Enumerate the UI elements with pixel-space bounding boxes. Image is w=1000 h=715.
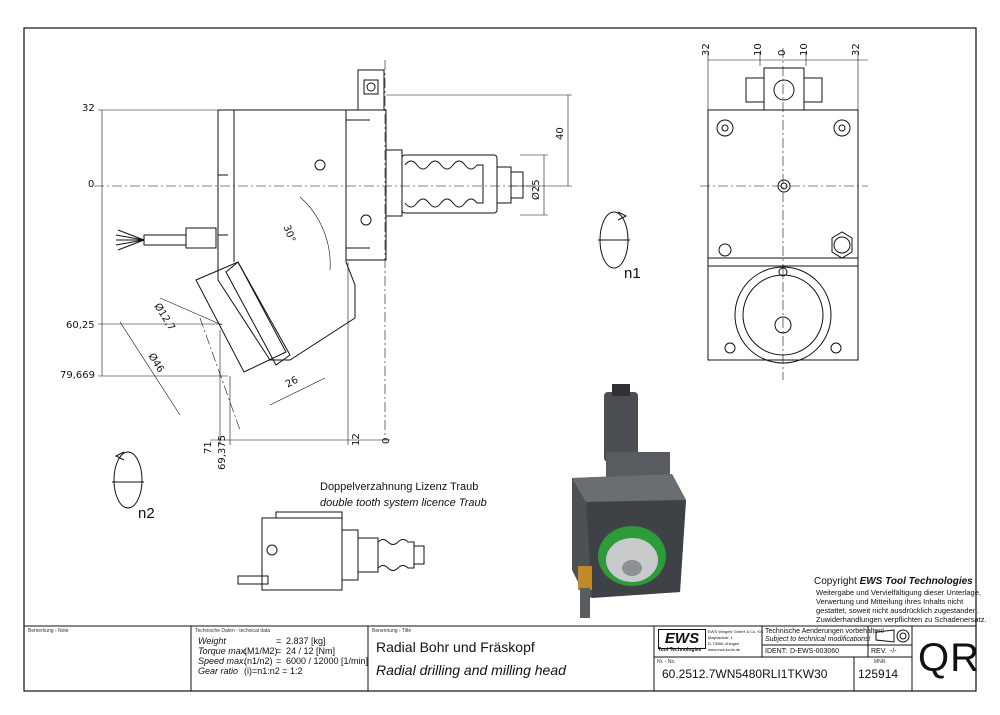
title-german: Radial Bohr und Fräskopf (376, 639, 535, 655)
title-english: Radial drilling and milling head (376, 662, 566, 678)
dim-12: 12 (351, 433, 362, 446)
rotation-symbol-n2 (112, 451, 144, 509)
dim-top-10b: 10 (799, 43, 810, 56)
dim-0-bottom: 0 (381, 437, 392, 444)
qr-placeholder (875, 629, 910, 643)
mnr-value: 125914 (858, 667, 899, 681)
dim-69-375: 69,375 (217, 435, 228, 470)
company-line-2: Maybachstr. 1 (708, 635, 733, 640)
changes-reserved-en: Subject to technical modifications! (765, 636, 871, 643)
front-view (707, 67, 859, 364)
company-line-1: EWS Weigele GmbH & Co. KG (708, 629, 764, 634)
company-line-3: D-73066 Uhingen (708, 641, 740, 646)
copyright-line-4: Zuwiderhandlungen verpflichten zu Schade… (816, 615, 987, 624)
copyright-line-1: Weitergabe und Vervielfältigung dieser U… (816, 588, 981, 597)
tech-row-gear-value: 1:2 (290, 666, 303, 676)
tech-row-weight-label: Weight (198, 636, 226, 646)
drawing-frame (23, 27, 977, 692)
mnr-label: MNR. (874, 659, 887, 665)
copyright-heading: Copyright EWS Tool Technologies (814, 576, 973, 587)
dim-60-25: 60,25 (66, 320, 95, 331)
qr-label: QR (918, 636, 980, 680)
dim-top-32b: 32 (851, 43, 862, 56)
dimension-lines (98, 52, 868, 445)
ident-value: D-EWS-003060 (790, 648, 840, 655)
dim-25: Ø25 (531, 179, 542, 200)
tech-row-torque-sub: (M1/M2) (244, 646, 278, 656)
copyright-line-2: Verwertung und Mitteilung ihres Inhalts … (816, 597, 964, 606)
company-line-4: www.ews-tools.de (708, 647, 741, 652)
remarks-label: Bemerkung - Note (28, 628, 69, 634)
dim-79-669: 79,669 (60, 370, 95, 381)
tech-row-torque-value: 24 / 12 [Nm] (286, 646, 336, 656)
tech-row-gear-sep: = (282, 666, 288, 676)
tech-row-speed-sep: = (276, 656, 282, 666)
product-render (572, 384, 686, 618)
rotation-symbol-n1 (598, 211, 630, 269)
tech-data-label: Technische Daten - technical data (195, 628, 271, 634)
copyright-line-3: gestattet, soweit nicht ausdrücklich zug… (816, 606, 980, 615)
part-number: 60.2512.7WN5480RLI1TKW30 (662, 667, 828, 681)
title-label: Benennung - Title (372, 628, 412, 634)
label-n2: n2 (138, 505, 155, 522)
ews-logo-sub: Tool Technologies (658, 647, 702, 653)
tech-row-speed-sub: (n1/n2) (244, 656, 273, 666)
small-side-sketch (237, 511, 425, 591)
tech-row-torque-label: Torque max. (198, 646, 248, 656)
ident-label: IDENT: (765, 648, 788, 655)
tech-row-gear-label: Gear ratio (198, 666, 239, 676)
rev-value: -/- (890, 648, 897, 655)
dim-0: 0 (88, 179, 95, 190)
dim-top-32a: 32 (701, 43, 712, 56)
title-block-lines (24, 625, 976, 691)
changes-reserved-de: Technische Aenderungen vorbehalten! (765, 628, 885, 635)
tech-row-torque-sep: = (276, 646, 282, 656)
dim-71: 71 (203, 441, 214, 454)
tech-row-speed-value: 6000 / 12000 [1/min] (286, 656, 369, 666)
dim-40: 40 (555, 127, 566, 140)
dim-top-0: 0 (777, 49, 788, 56)
dim-top-10a: 10 (753, 43, 764, 56)
note-de: Doppelverzahnung Lizenz Traub (320, 481, 479, 493)
tech-row-speed-label: Speed max. (198, 656, 247, 666)
tech-row-weight-value: 2.837 [kg] (286, 636, 326, 646)
dim-32: 32 (82, 103, 95, 114)
ews-logo: EWS (658, 629, 706, 649)
tech-row-gear-sub: (i)=n1:n2 (244, 666, 280, 676)
note-en: double tooth system licence Traub (320, 497, 487, 509)
label-n1: n1 (624, 265, 641, 282)
tech-row-weight-sep: = (276, 636, 282, 646)
rev-label: REV. (871, 648, 887, 655)
center-lines (94, 48, 868, 440)
nr-label: Nr. - No. (657, 659, 676, 665)
